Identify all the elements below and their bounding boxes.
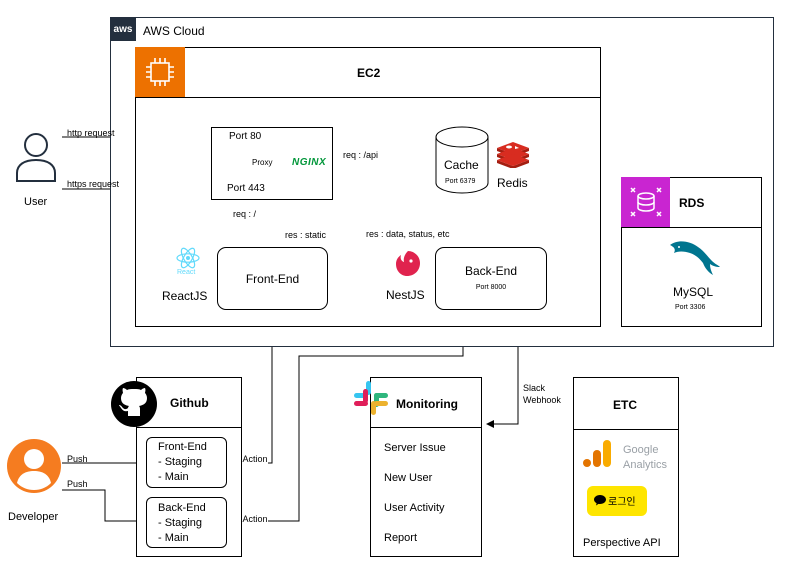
mysql-label: MySQL	[673, 285, 714, 299]
repo-backend-name: Back-End	[158, 502, 206, 514]
etc-group	[573, 377, 679, 557]
react-label: ReactJS	[162, 289, 208, 303]
repo-backend-main: - Main	[158, 532, 189, 544]
nginx-logo-icon: NGINX	[292, 157, 327, 168]
ec2-chip-icon	[135, 47, 185, 97]
nginx-proxy-label: Proxy	[252, 158, 273, 167]
edge-label-git-action-1: Git Action	[229, 454, 268, 464]
ec2-header-divider	[135, 97, 601, 98]
google-analytics-label-1: Google	[623, 444, 659, 456]
edge-label-slack-1: Slack	[523, 383, 546, 393]
developer-label: Developer	[8, 511, 59, 523]
rds-header-divider	[621, 227, 762, 228]
ec2-title: EC2	[357, 66, 381, 80]
edge-label-git-action-2: Git Action	[229, 514, 268, 524]
kakao-login-button[interactable]: 로그인	[587, 486, 647, 516]
mysql-dolphin-icon	[670, 241, 720, 275]
backend-title: Back-End	[464, 264, 518, 278]
nestjs-label: NestJS	[386, 288, 425, 302]
perspective-api-label: Perspective API	[583, 537, 661, 549]
aws-cloud-title: AWS Cloud	[143, 24, 205, 38]
cache-port: Port 6379	[445, 178, 476, 185]
edge-label-push-2: Push	[67, 479, 88, 489]
github-icon	[111, 381, 157, 427]
cache-cylinder[interactable]	[435, 126, 489, 194]
slack-icon	[354, 381, 388, 415]
monitoring-title: Monitoring	[396, 397, 458, 411]
kakao-speech-icon	[594, 495, 606, 506]
redis-label: Redis	[497, 176, 528, 190]
aws-logo-icon: aws	[110, 17, 136, 41]
monitoring-item: New User	[384, 472, 433, 484]
rds-title: RDS	[679, 196, 705, 210]
rds-database-icon	[621, 177, 670, 227]
mysql-port: Port 3306	[675, 304, 706, 311]
monitoring-group	[370, 377, 482, 557]
monitoring-item: Server Issue	[384, 442, 446, 454]
monitoring-header-divider	[370, 427, 482, 428]
frontend-title: Front-End	[245, 271, 300, 286]
etc-header-divider	[573, 429, 679, 430]
edge-label-res-static: res : static	[285, 230, 327, 240]
frontend-box[interactable]: Front-End	[217, 247, 328, 310]
backend-box[interactable]: Back-End Port 8000	[435, 247, 547, 310]
edge-label-req-root: req : /	[233, 209, 257, 219]
monitoring-item: Report	[384, 532, 418, 544]
cache-title: Cache	[444, 158, 479, 172]
etc-title: ETC	[613, 398, 637, 412]
react-icon	[176, 247, 200, 269]
nginx-port443: Port 443	[227, 183, 265, 194]
nestjs-icon	[396, 251, 420, 276]
kakao-login-label: 로그인	[608, 497, 636, 508]
repo-frontend-name: Front-End	[158, 441, 207, 453]
edge-label-http: http request	[67, 128, 115, 138]
aws-logo-text: aws	[113, 23, 133, 35]
nginx-box[interactable]	[211, 127, 333, 200]
edge-push-backend	[62, 489, 145, 525]
developer-icon	[7, 439, 61, 493]
github-title: Github	[170, 396, 209, 410]
backend-port: Port 8000	[475, 284, 507, 291]
repo-frontend-staging: - Staging	[158, 456, 203, 468]
monitoring-item: User Activity	[384, 502, 445, 514]
edge-label-push-1: Push	[67, 454, 88, 464]
redis-icon	[497, 142, 529, 168]
github-header-divider	[136, 427, 242, 428]
github-repo-backend[interactable]: Back-End - Staging - Main	[146, 497, 227, 548]
edge-label-slack-2: Webhook	[523, 395, 561, 405]
nginx-port80: Port 80	[229, 131, 262, 142]
edge-label-https: https request	[67, 179, 120, 189]
edge-backend-monitoring	[486, 310, 519, 428]
user-label: User	[24, 196, 48, 208]
repo-frontend-main: - Main	[158, 471, 189, 483]
google-analytics-icon	[583, 440, 611, 467]
edge-label-req-api: req : /api	[343, 150, 379, 160]
repo-backend-staging: - Staging	[158, 517, 203, 529]
edge-label-res-data: res : data, status, etc	[366, 229, 450, 239]
github-repo-frontend[interactable]: Front-End - Staging - Main	[146, 437, 227, 488]
google-analytics-label-2: Analytics	[623, 459, 668, 471]
user-icon	[16, 133, 56, 182]
react-logo-text: React	[177, 269, 196, 276]
